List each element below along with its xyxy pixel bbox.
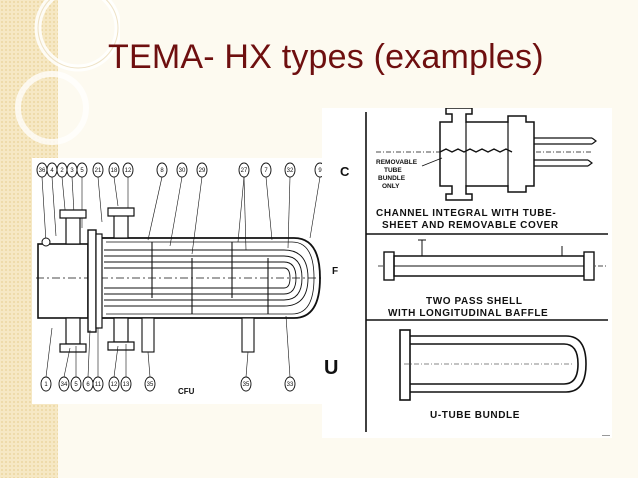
balloon-label: 18	[111, 168, 118, 174]
callout-line-4: ONLY	[382, 183, 400, 190]
slide-title: TEMA- HX types (examples)	[108, 38, 544, 76]
type-letter-u: U	[324, 357, 338, 379]
balloon-label: 3	[70, 168, 74, 174]
balloon-label: 32	[287, 168, 294, 174]
utube-caption: U-TUBE BUNDLE	[430, 410, 520, 421]
balloon-label: 36	[39, 168, 46, 174]
balloons-bottom: 1 34 5 6 11 12 13 35 35 33	[40, 315, 296, 392]
balloon-label: 12	[111, 382, 118, 388]
balloon-label: 29	[199, 168, 206, 174]
balloon-label: 5	[74, 382, 78, 388]
balloon-label: 13	[123, 382, 130, 388]
type-letter-f: F	[332, 266, 338, 277]
type-letter-c: C	[340, 164, 350, 179]
balloon-label: 5	[80, 168, 84, 174]
balloon-label: 7	[264, 168, 268, 174]
exchanger-shell	[36, 207, 348, 353]
balloon-label: 6	[86, 382, 90, 388]
callout-line-1: REMOVABLE	[376, 159, 418, 166]
balloons-top: 36 4 2 3 5 21 18 12 8 30 29 27 7 32 9	[36, 162, 326, 255]
channel-caption-line-2: SHEET AND REMOVABLE COVER	[382, 220, 559, 231]
two-pass-shell-drawing	[378, 239, 608, 281]
balloon-label: 4	[50, 168, 54, 174]
decorative-circles	[15, 0, 120, 145]
balloon-label: 34	[61, 382, 68, 388]
shell-caption-line-2: WITH LONGITUDINAL BAFFLE	[388, 308, 548, 319]
balloon-label: 1	[44, 382, 48, 388]
balloon-label: 12	[125, 168, 132, 174]
balloon-label: 2	[60, 168, 64, 174]
slide-indicator	[602, 435, 610, 436]
channel-integral-drawing	[376, 108, 597, 201]
balloon-label: 35	[243, 382, 250, 388]
cfu-exchanger-drawing: 36 4 2 3 5 21 18 12 8 30 29 27 7 32 9	[32, 158, 354, 404]
callout-line-2: TUBE	[384, 167, 402, 174]
cfu-caption: CFU	[178, 387, 195, 396]
u-tube-bundle-drawing	[399, 329, 587, 401]
type-panels: C F U REMOVABLE TUBE BUNDLE ONLY CHANNEL…	[322, 108, 612, 438]
balloon-label: 11	[95, 382, 102, 388]
balloon-label: 8	[160, 168, 164, 174]
balloon-label: 21	[95, 168, 102, 174]
callout-line-3: BUNDLE	[378, 175, 406, 182]
shell-caption-line-1: TWO PASS SHELL	[426, 296, 523, 307]
cfu-drawing-svg: 36 4 2 3 5 21 18 12 8 30 29 27 7 32 9	[36, 162, 348, 396]
channel-caption-line-1: CHANNEL INTEGRAL WITH TUBE-	[376, 208, 556, 219]
balloon-label: 35	[147, 382, 154, 388]
balloon-label: 27	[241, 168, 248, 174]
balloon-label: 33	[287, 382, 294, 388]
type-panels-svg: C F U REMOVABLE TUBE BUNDLE ONLY CHANNEL…	[322, 108, 612, 438]
balloon-label: 30	[179, 168, 186, 174]
balloon-label: 9	[318, 168, 322, 174]
